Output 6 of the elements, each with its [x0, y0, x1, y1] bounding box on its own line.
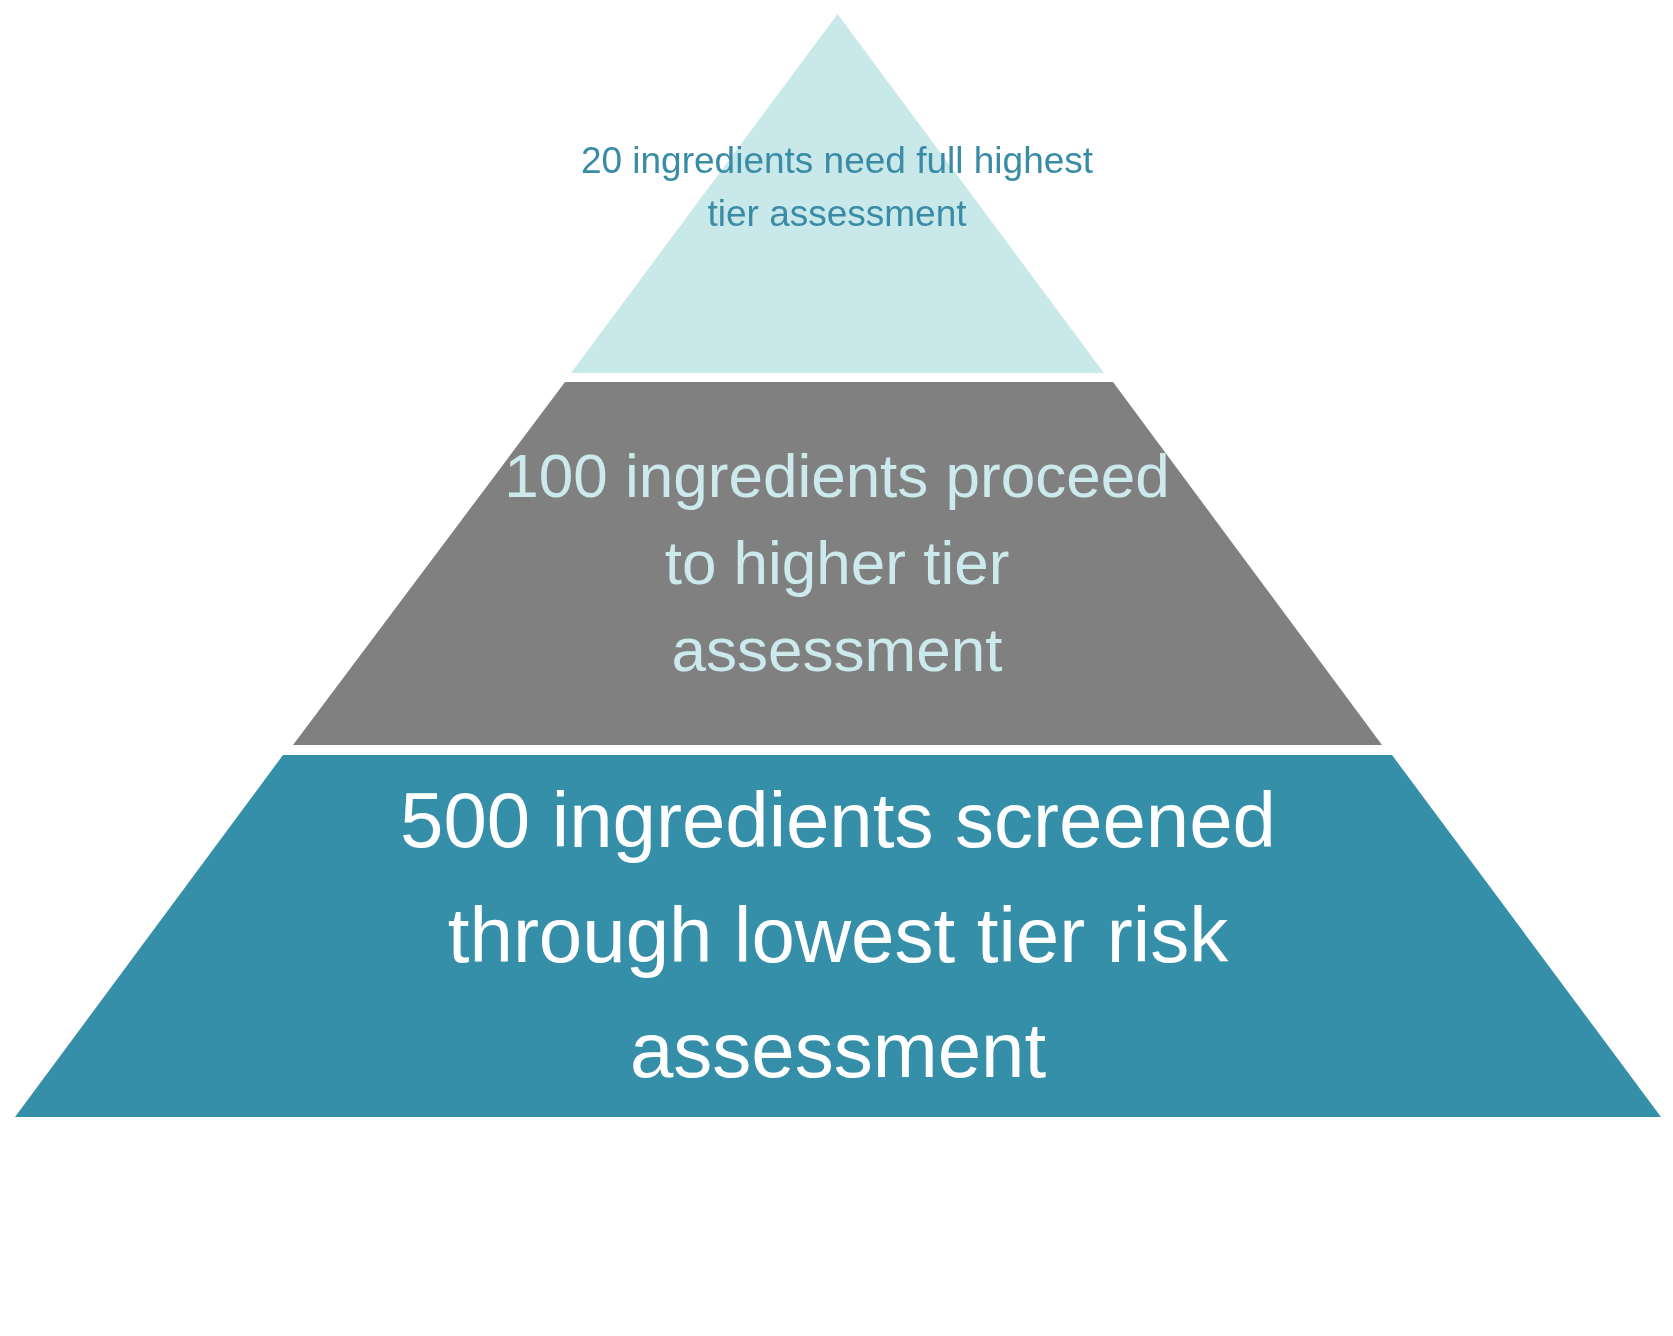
tier-label: 100 ingredients proceed to higher tier assessment — [503, 440, 1171, 686]
pyramid-base-tier — [15, 755, 1661, 1117]
tier-label: 500 ingredients screened through lowest tier risk assessment — [399, 775, 1277, 1096]
tier-label: 20 ingredients need full highest tier assessment — [579, 139, 1095, 236]
pyramid-middle-tier — [293, 382, 1382, 745]
pyramid-top-tier — [571, 14, 1104, 373]
